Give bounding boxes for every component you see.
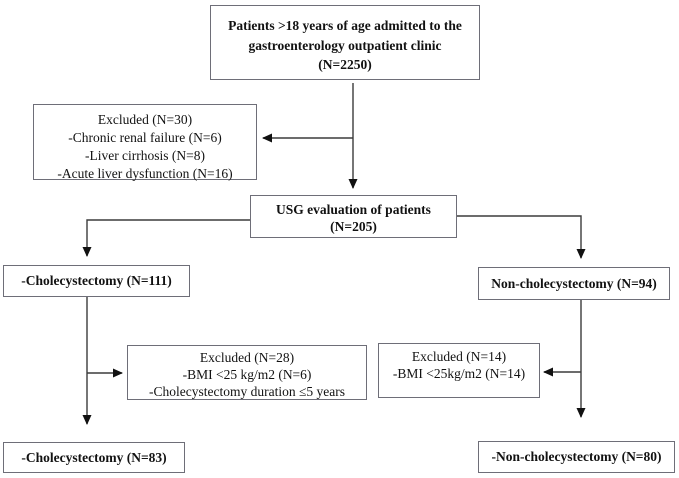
- box-non-cholecystectomy-initial: Non-cholecystectomy (N=94): [478, 267, 670, 300]
- box-line: -Acute liver dysfunction (N=16): [57, 166, 233, 181]
- box-line: -Chronic renal failure (N=6): [68, 130, 222, 145]
- box-line: Excluded (N=14): [411, 349, 507, 364]
- box-line: -BMI <25kg/m2 (N=14): [392, 366, 526, 381]
- box-line: -Cholecystectomy duration ≤5 years: [149, 384, 345, 399]
- box-line: USG evaluation of patients: [276, 202, 431, 217]
- arrow-usg-to-non-cholecystectomy: [457, 215, 586, 259]
- box-usg-evaluation: USG evaluation of patients (N=205): [250, 195, 457, 238]
- box-excluded-cholecystectomy: Excluded (N=28) -BMI <25 kg/m2 (N=6) -Ch…: [127, 345, 367, 400]
- box-line: gastroenterology outpatient clinic: [248, 37, 442, 53]
- box-admitted-patients: Patients >18 years of age admitted to th…: [210, 5, 480, 80]
- box-line: -BMI <25 kg/m2 (N=6): [182, 367, 312, 382]
- box-line: -Liver cirrhosis (N=8): [84, 148, 206, 163]
- box-line: -Non-cholecystectomy (N=80): [491, 449, 662, 464]
- box-excluded-initial: Excluded (N=30) -Chronic renal failure (…: [33, 104, 257, 181]
- box-non-cholecystectomy-final: -Non-cholecystectomy (N=80): [478, 441, 675, 473]
- box-line: Patients >18 years of age admitted to th…: [228, 18, 462, 33]
- box-cholecystectomy-initial: -Cholecystectomy (N=111): [3, 265, 190, 297]
- box-line: Non-cholecystectomy (N=94): [491, 275, 657, 291]
- box-line: (N=205): [330, 219, 377, 234]
- box-cholecystectomy-final: -Cholecystectomy (N=83): [3, 442, 185, 473]
- box-line: (N=2250): [318, 57, 372, 72]
- box-line: Excluded (N=28): [199, 350, 295, 365]
- arrow-usg-to-cholecystectomy: [82, 219, 250, 257]
- box-line: -Cholecystectomy (N=83): [21, 449, 167, 465]
- box-excluded-non-cholecystectomy: Excluded (N=14) -BMI <25kg/m2 (N=14): [378, 343, 540, 398]
- box-line: Excluded (N=30): [97, 112, 193, 127]
- box-line: -Cholecystectomy (N=111): [21, 273, 172, 288]
